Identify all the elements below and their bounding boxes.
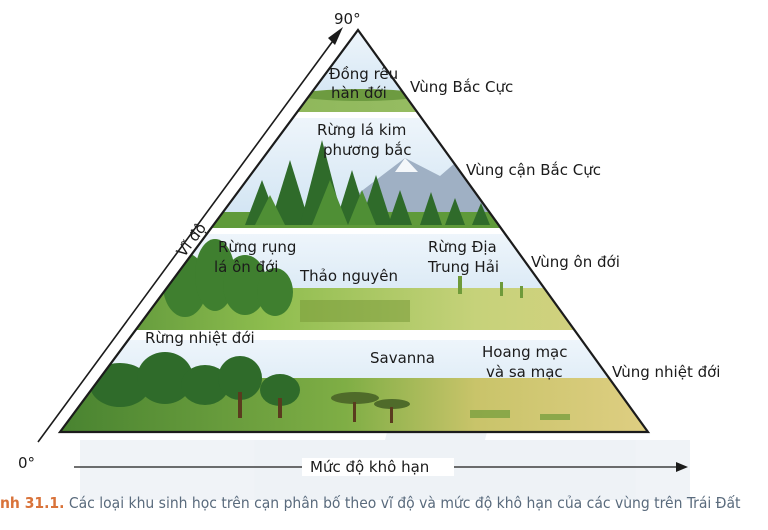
tropical-trees <box>90 352 300 407</box>
acacia-trees <box>331 392 410 423</box>
zone-label-subarctic: Vùng cận Bắc Cực <box>466 161 601 179</box>
biome-label-desert: Hoang mạc và sa mạc <box>482 343 572 381</box>
cactus-icons <box>458 276 523 298</box>
zone-label-arctic: Vùng Bắc Cực <box>410 78 513 96</box>
biome-label-tropical-forest: Rừng nhiệt đới <box>145 329 255 347</box>
axis-top-label: 90° <box>334 10 361 28</box>
aridity-axis: Mức độ khô hạn <box>74 458 688 476</box>
aridity-axis-label: Mức độ khô hạn <box>310 458 429 476</box>
biome-label-steppe: Thảo nguyên <box>299 267 398 285</box>
biome-label-mediterranean: Rừng Địa Trung Hải <box>427 238 502 276</box>
axis-arrowhead-up <box>328 27 343 45</box>
biome-label-savanna: Savanna <box>370 349 435 367</box>
biome-label-tundra: Đồng rêu hàn đới <box>329 65 403 102</box>
figure-caption-text: Các loại khu sinh học trên cạn phân bố t… <box>68 494 741 512</box>
zone-label-tropical: Vùng nhiệt đới <box>612 363 720 381</box>
pyramid-outline <box>57 28 651 434</box>
deciduous-trees <box>163 239 293 317</box>
zone-labels: Vùng Bắc Cực Vùng cận Bắc Cực Vùng ôn đớ… <box>410 78 720 381</box>
biome-label-boreal: Rừng lá kim phương bắc <box>317 121 411 159</box>
biome-label-temperate-deciduous: Rừng rụng lá ôn đới <box>214 238 301 276</box>
figure-caption: nh 31.1. Các loại khu sinh học trên cạn … <box>0 494 768 524</box>
biome-labels: Đồng rêu hàn đới Rừng lá kim phương bắc … <box>145 65 572 381</box>
axis-arrowhead-right <box>676 462 688 472</box>
axis-bottom-label: 0° <box>18 454 35 472</box>
zone-label-temperate: Vùng ôn đới <box>531 253 620 271</box>
band-tropical <box>60 340 648 432</box>
figure-number: nh 31.1. <box>0 494 65 512</box>
